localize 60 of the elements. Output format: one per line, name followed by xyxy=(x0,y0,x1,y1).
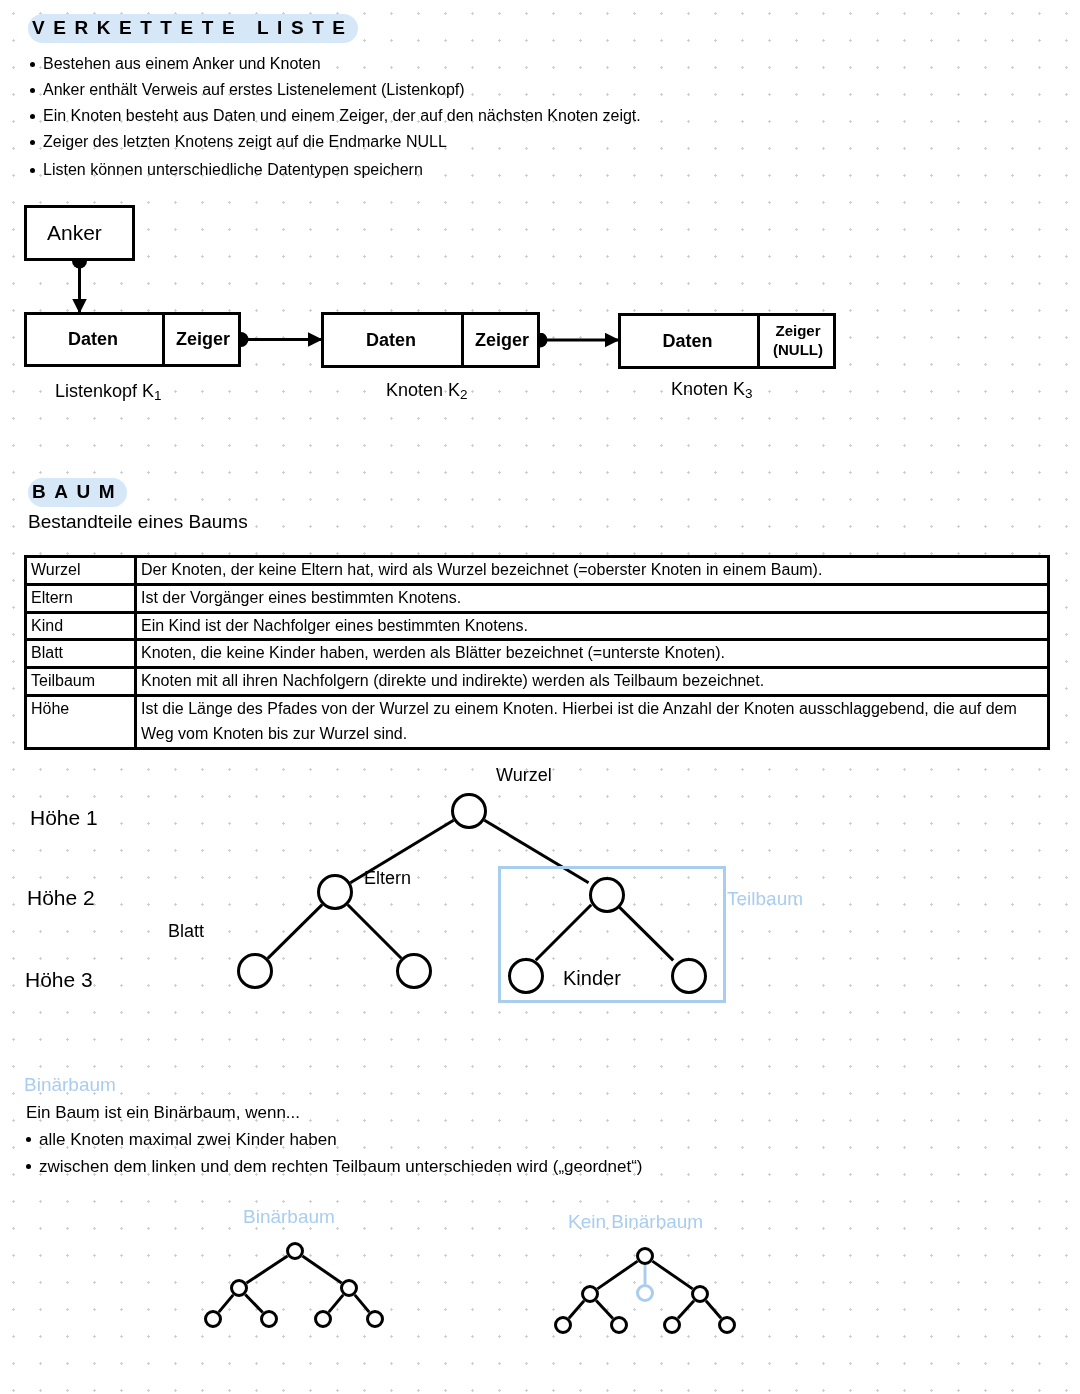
node-caption: Knoten K$_{2}$ xyxy=(386,379,468,404)
node-caption: Knoten K$_{3}$ xyxy=(671,378,753,403)
tree-edge-line xyxy=(301,1254,343,1285)
table-cell: Ist der Vorgänger eines bestimmten Knotens. xyxy=(137,585,1047,614)
bullet-text: zwischen dem linken und dem rechten Teilbaum unterschieden wird („geordnet“) xyxy=(39,1156,643,1178)
level-label: Höhe 1 xyxy=(30,805,98,831)
subheading: Binärbaum xyxy=(24,1073,116,1097)
bullet-text: Listen können unterschiedliche Datentypen speichern xyxy=(43,160,423,180)
tree-caption: Kein Binärbaum xyxy=(568,1210,704,1234)
table-cell: Teilbaum xyxy=(27,669,137,697)
node-caption: Blatt xyxy=(168,920,205,943)
tree-edge-line xyxy=(651,1259,694,1291)
node-caption: Wurzel xyxy=(496,764,552,787)
tree-edge-line xyxy=(704,1299,723,1320)
table-cell: Ein Kind ist der Nachfolger eines bestimmten Knotens. xyxy=(137,613,1047,642)
table-cell: Knoten, die keine Kinder haben, werden als Blätter bezeichnet (=unterste Knoten). xyxy=(137,641,1047,670)
node-label: Anker xyxy=(47,220,102,247)
tree-edge-line xyxy=(266,903,324,960)
section-heading: BAUM xyxy=(28,478,128,507)
node-label: Zeiger xyxy=(176,328,230,351)
node-label: Daten xyxy=(68,328,118,351)
body-text: Ein Baum ist ein Binärbaum, wenn... xyxy=(26,1102,301,1124)
tree-edge-line xyxy=(567,1299,586,1320)
level-label: Höhe 3 xyxy=(25,967,93,993)
table-cell: Kind xyxy=(27,613,137,642)
table-cell: Höhe xyxy=(27,697,137,747)
node-label: Zeiger xyxy=(475,328,529,352)
tree-caption: Binärbaum xyxy=(243,1205,335,1229)
table-cell-text: Ist die Länge des Pfades von der Wurzel zu einem Knoten. Hierbei ist die Anzahl der Knoten ausschlaggebend, die auf dem Weg vom Knoten bis zur Wurzel sind. xyxy=(140,699,1018,744)
tree-edge-line xyxy=(245,1254,289,1285)
node-label: Daten xyxy=(366,328,416,352)
tree-edge-line xyxy=(244,1293,264,1314)
node-caption: Listenkopf K$_{1}$ xyxy=(55,380,162,405)
bullet-text: alle Knoten maximal zwei Kinder haben xyxy=(39,1129,337,1151)
bullet-text: Ein Knoten besteht aus Daten und einem Zeiger, der auf den nächsten Knoten zeigt. xyxy=(43,106,641,126)
bullet-text: Anker enthält Verweis auf erstes Listenelement (Listenkopf) xyxy=(43,80,465,100)
tree-edge-line xyxy=(595,1299,614,1320)
node-label: Daten xyxy=(662,329,713,353)
anchor-box xyxy=(24,205,135,261)
bullet-text: Bestehen aus einem Anker und Knoten xyxy=(43,54,321,74)
page-title: VERKETTETE LISTE xyxy=(28,14,358,43)
tree-edge-line xyxy=(346,903,403,960)
tree-edge-line xyxy=(676,1299,696,1320)
subtree-label: Teilbaum xyxy=(727,887,804,911)
node-label: Zeiger (NULL) xyxy=(772,322,824,360)
table-cell: Eltern xyxy=(27,585,137,614)
bullet-text: Zeiger des letzten Knotens zeigt auf die Endmarke NULL xyxy=(43,132,447,152)
level-label: Höhe 2 xyxy=(27,885,95,911)
tree-edge-line xyxy=(643,1265,647,1284)
tree-edge-line xyxy=(596,1259,639,1291)
subheading: Bestandteile eines Baums xyxy=(28,510,248,534)
tree-edge-line xyxy=(353,1293,371,1314)
table-cell: Der Knoten, der keine Eltern hat, wird als Wurzel bezeichnet (=oberster Knoten in einem Baum). xyxy=(137,558,1047,586)
table-cell: Knoten mit all ihren Nachfolgern (direkte und indirekte) werden als Teilbaum bezeichnet. xyxy=(137,669,1047,697)
tree-edge-line xyxy=(217,1293,235,1314)
tree-annotation: Kinder xyxy=(563,966,621,991)
table-cell: Wurzel xyxy=(27,558,137,586)
table-cell: Blatt xyxy=(27,641,137,670)
node-caption: Eltern xyxy=(364,867,412,890)
tree-edge-line xyxy=(327,1293,345,1314)
